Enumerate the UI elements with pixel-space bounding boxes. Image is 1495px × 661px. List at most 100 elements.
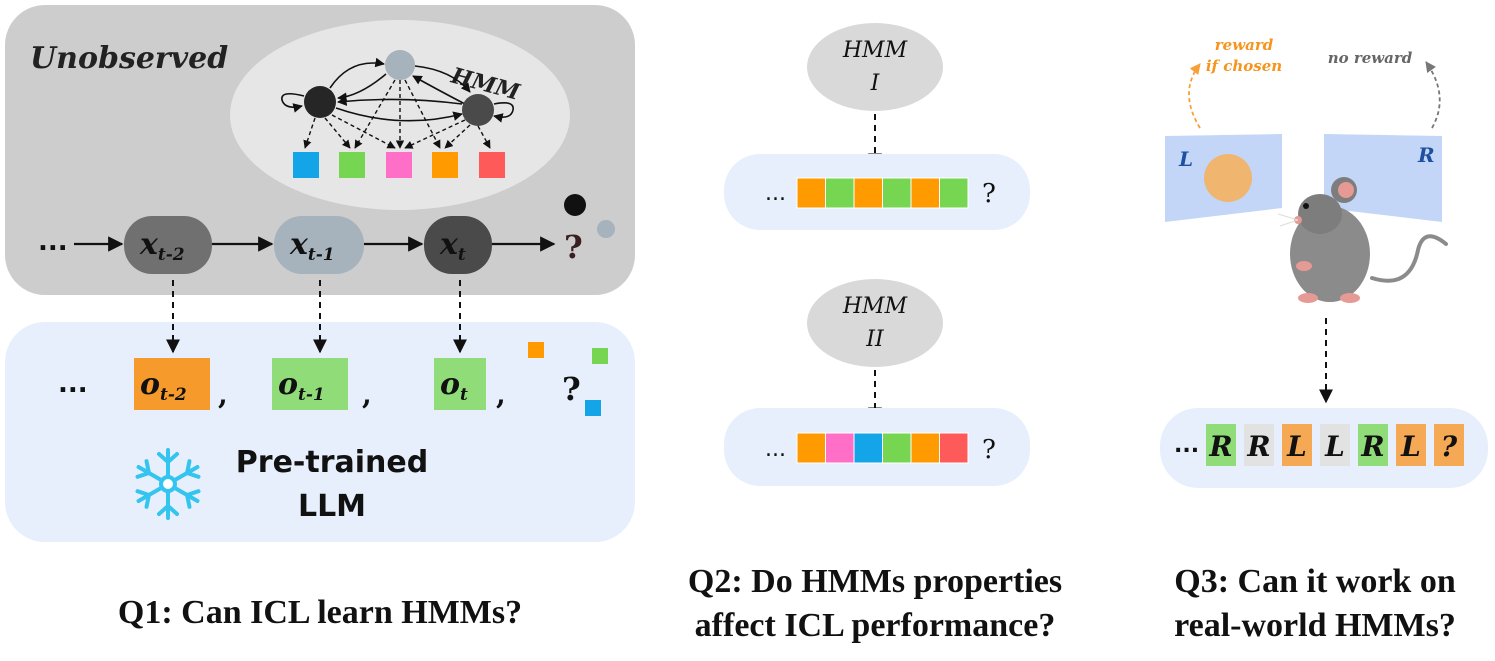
observation-t-label: ot [440,367,468,405]
choice-token-label: R [1360,430,1384,463]
chain-prefix: ... [38,227,68,257]
hmm-1-line2: I [870,71,881,96]
seq2-token [853,432,883,464]
choice-token-label: R [1208,430,1232,463]
hmm-1-line1: HMM [842,38,908,63]
next-obs-green [592,348,608,364]
observation-t-box [434,358,486,410]
choice-token [1282,424,1312,466]
hidden-state-t-2 [124,216,212,274]
hidden-state-t-1-label: xt-1 [289,227,335,265]
seq2-token [939,432,969,464]
reward-label-line1: reward [1215,36,1274,54]
left-screen-stimulus [1204,154,1252,202]
hmm-state-mid [462,94,494,126]
caption-q1: Q1: Can ICL learn HMMs? [40,591,600,635]
caption-q2-line1: Q2: Do HMMs properties [687,563,1063,600]
observation-t-1-label: ot-1 [278,367,325,405]
hmm-2-line1: HMM [842,294,908,319]
hidden-state-t-2-label: xt-2 [139,227,185,265]
emission-swatch-pink [386,152,412,178]
emission-swatch-green [339,152,365,178]
choice-token-label: L [1286,430,1307,463]
sequence-1-prefix: ... [765,181,786,206]
unobserved-label: Unobserved [30,41,228,76]
no-reward-label: no reward [1328,49,1413,67]
sequence-2-prefix: ... [765,437,786,462]
next-state-light [597,220,615,238]
seq2-token [825,432,855,464]
choice-token-label: L [1400,430,1421,463]
choice-sequence-prefix: ... [1174,433,1199,458]
hidden-state-nodes: xt-2 xt-1 xt [124,216,492,274]
seq2-token [796,432,826,464]
choice-token [1320,424,1350,466]
sequence-1 [796,177,969,209]
sequence-2 [796,432,969,464]
caption-q1-text: Q1: Can ICL learn HMMs? [117,594,523,631]
caption-q2-line2: affect ICL performance? [694,607,1056,644]
hidden-state-t-1 [274,216,364,274]
hmm-emissions [303,79,491,149]
obs-comma-2: , [362,378,372,411]
seq1-token [825,177,855,209]
choice-token [1358,424,1388,466]
caption-q3: Q3: Can it work on real-world HMMs? [1150,560,1480,648]
seq2-token [882,432,912,464]
seq1-token [796,177,826,209]
snowflake-icon [135,448,201,520]
next-state-question: ? [564,228,583,266]
choice-token-label: L [1324,430,1345,463]
observation-arrows [166,280,467,354]
panel-q2: HMM I ... ? HMM II ... ? [724,23,1030,486]
emission-swatch-blue [293,152,319,178]
observation-t-1-box [272,358,348,410]
right-screen-label: R [1417,143,1435,167]
seq2-token [910,432,940,464]
left-screen-label: L [1178,147,1193,171]
hidden-state-t-label: xt [439,227,466,265]
observation-t-2-box [134,358,210,410]
choice-token [1244,424,1274,466]
seq1-token [882,177,912,209]
hidden-state-t [424,216,492,274]
choice-token-label: ? [1441,430,1458,463]
reward-arrow [1188,63,1201,129]
seq1-token [853,177,883,209]
no-reward-arrow [1425,61,1441,129]
sequence-2-question: ? [982,435,996,465]
caption-q3-line1: Q3: Can it work on [1174,563,1456,600]
seq1-token [910,177,940,209]
hmm-transitions [281,57,514,123]
panel-q1: Unobserved HMM [5,5,635,542]
hmm-1-node [807,23,943,111]
next-obs-orange [528,342,544,358]
emission-swatches [293,152,505,178]
right-screen [1324,134,1442,222]
hmm-2-line2: II [865,327,885,352]
obs-comma-3: , [496,378,506,411]
hmm-state-light [385,50,415,80]
caption-q2: Q2: Do HMMs properties affect ICL perform… [640,560,1110,648]
mouse-icon [1277,177,1448,303]
choice-token [1206,424,1236,466]
reward-label-line2: if chosen [1206,57,1282,75]
sequence-1-question: ? [982,179,996,209]
next-state-dark [564,194,586,216]
obs-comma-1: , [218,378,228,411]
next-obs-blue [585,400,601,416]
hmm-state-dark [304,86,336,118]
obs-prefix: ... [58,369,88,399]
choice-token [1434,424,1464,466]
seq1-token [939,177,969,209]
choice-token [1396,424,1426,466]
emission-swatch-red [479,152,505,178]
caption-q3-line2: real-world HMMs? [1174,607,1456,644]
emission-swatch-orange [432,152,458,178]
next-obs-question: ? [562,370,581,408]
observation-t-2-label: ot-2 [140,367,187,405]
hmm-2-node [807,279,943,367]
